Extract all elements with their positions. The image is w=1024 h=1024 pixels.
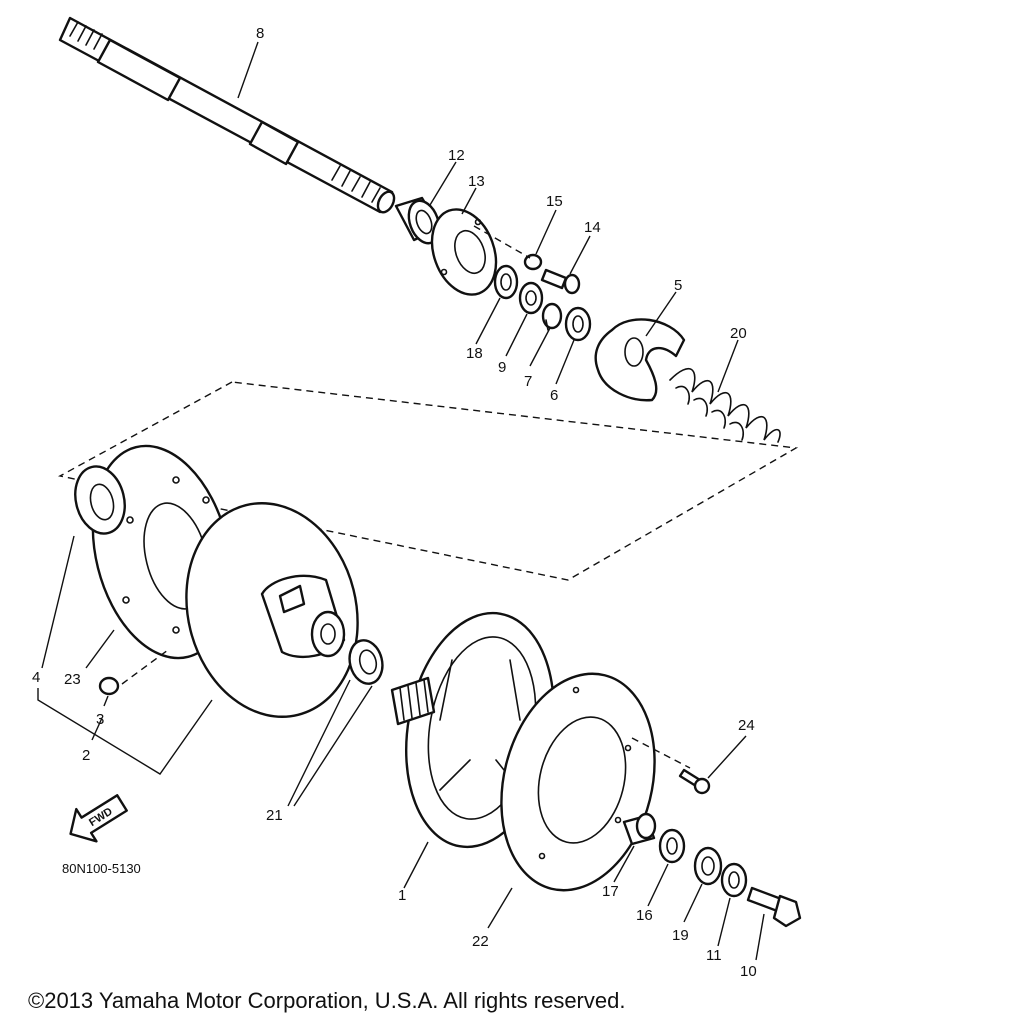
fwd-arrow: FWD [69, 794, 128, 843]
callout-24: 24 [738, 717, 755, 734]
callout-numbers: 8 12 13 15 14 5 20 18 9 7 6 4 23 3 2 21 … [32, 25, 757, 980]
part-19-washer [693, 846, 723, 886]
callout-6: 6 [550, 387, 558, 404]
callout-22: 22 [472, 933, 489, 950]
callout-17: 17 [602, 883, 619, 900]
part-16-washer [658, 828, 686, 864]
part-9-washer [518, 281, 544, 315]
callout-14: 14 [584, 219, 601, 236]
part-3-nut [98, 676, 120, 696]
callout-13: 13 [468, 173, 485, 190]
part-code: 80N100-5130 [62, 861, 141, 876]
part-15-nut [523, 253, 543, 271]
part-8-shaft [58, 16, 396, 214]
callout-8: 8 [256, 25, 264, 42]
part-24-screw [678, 768, 711, 795]
part-13-flange [430, 208, 498, 296]
callout-23: 23 [64, 671, 81, 688]
callout-19: 19 [672, 927, 689, 944]
part-2-sheave [185, 502, 359, 718]
callout-10: 10 [740, 963, 757, 980]
part-4-seal [74, 465, 126, 535]
callout-11: 11 [706, 947, 722, 964]
callout-2: 2 [82, 747, 90, 764]
part-5-cam [594, 318, 686, 402]
leader-lines [37, 41, 765, 961]
part-14-bolt [540, 268, 581, 295]
callout-9: 9 [498, 359, 506, 376]
part-17-spacer [622, 812, 657, 846]
part-7-collar [541, 302, 563, 331]
part-6-washer [564, 306, 592, 342]
copyright-notice: ©2013 Yamaha Motor Corporation, U.S.A. A… [28, 988, 626, 1013]
callout-4: 4 [32, 669, 40, 686]
part-21-bushing [348, 639, 384, 685]
callout-15: 15 [546, 193, 563, 210]
part-20-spring [669, 368, 781, 443]
part-22-plate [500, 672, 656, 892]
part-10-bolt [746, 886, 802, 928]
callout-18: 18 [466, 345, 483, 362]
callout-7: 7 [524, 373, 532, 390]
callout-20: 20 [730, 325, 747, 342]
part-11-washer [720, 862, 748, 898]
part-18-washer [493, 264, 519, 300]
exploded-parts-diagram: 8 12 13 15 14 5 20 18 9 7 6 4 23 3 2 21 … [32, 16, 802, 980]
callout-16: 16 [636, 907, 653, 924]
assembly-outline-dashed [57, 381, 799, 581]
callout-3: 3 [96, 711, 104, 728]
callout-1: 1 [398, 887, 406, 904]
callout-5: 5 [674, 277, 682, 294]
callout-12: 12 [448, 147, 465, 164]
callout-21: 21 [266, 807, 283, 824]
